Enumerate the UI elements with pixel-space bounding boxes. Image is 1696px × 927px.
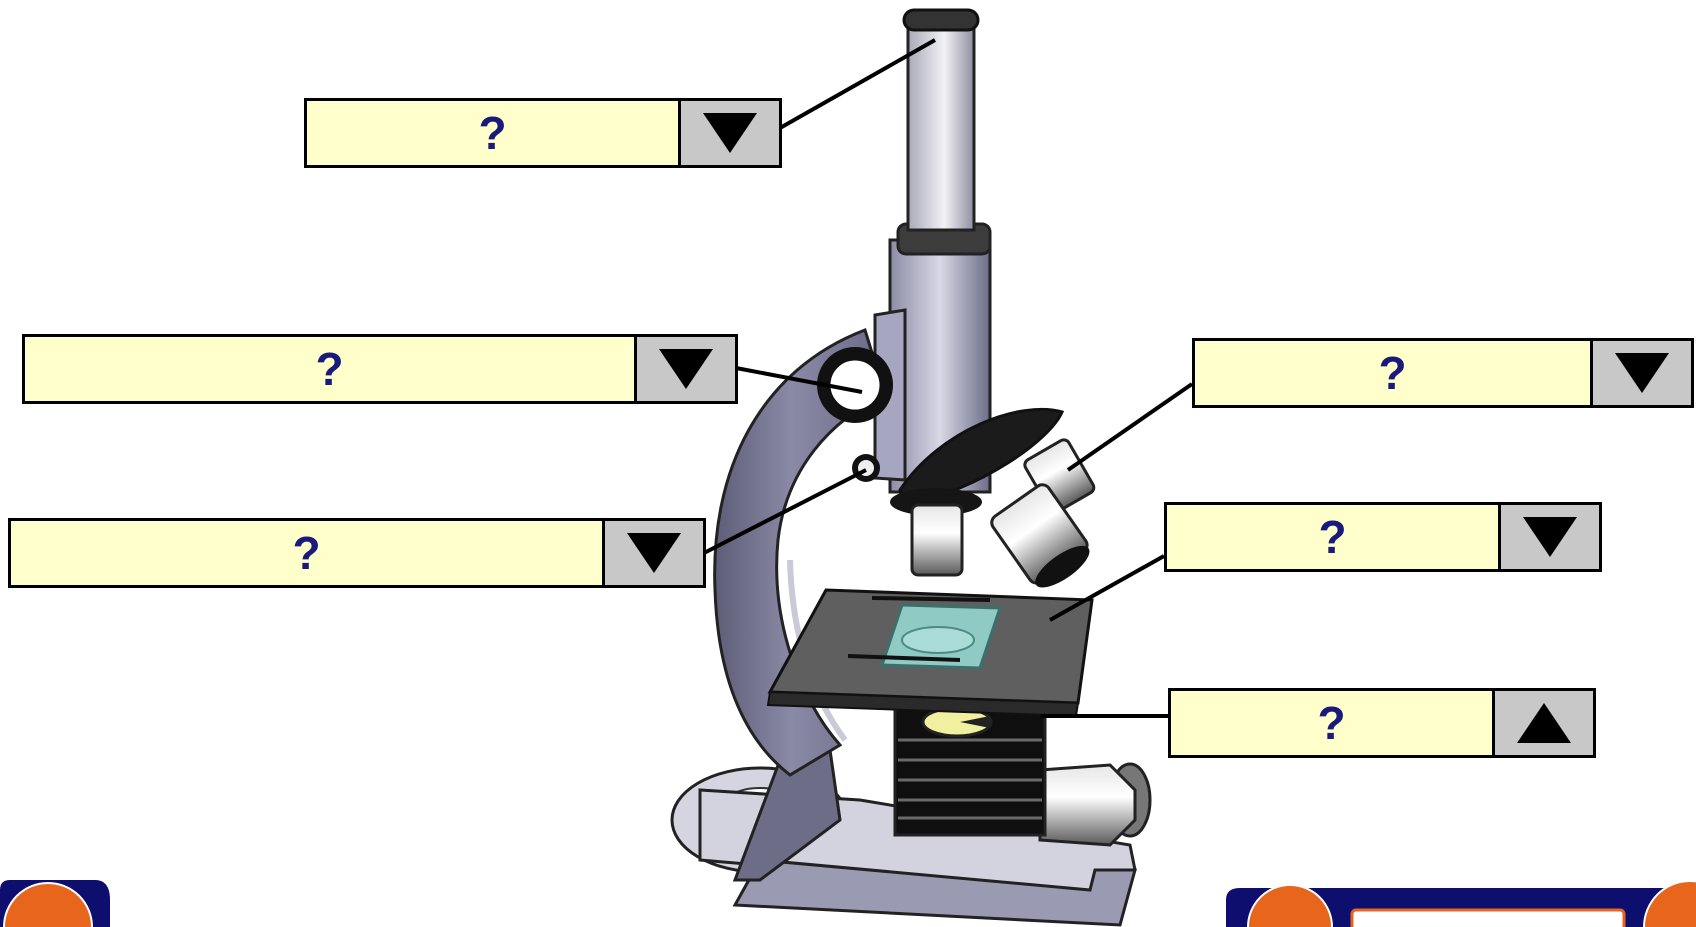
dropdown-fine-focus-value: ? [292, 527, 321, 579]
dropdown-stage-button[interactable] [1498, 505, 1599, 569]
chevron-down-icon [1615, 353, 1669, 393]
dropdown-light-source-value: ? [1317, 697, 1346, 749]
dropdown-eyepiece-value: ? [478, 107, 507, 159]
eyepiece-tube [906, 20, 976, 232]
stage-clip-front [847, 654, 961, 662]
chevron-down-icon [1523, 517, 1577, 557]
bottom-left-nav[interactable] [0, 880, 110, 927]
dropdown-light-source[interactable]: ? [1168, 688, 1596, 758]
dropdown-objective-lens-value: ? [1378, 347, 1407, 399]
dropdown-coarse-focus[interactable]: ? [22, 334, 738, 404]
dropdown-light-source-button[interactable] [1492, 691, 1593, 755]
dropdown-fine-focus[interactable]: ? [8, 518, 706, 588]
dropdown-coarse-focus-button[interactable] [634, 337, 735, 401]
dropdown-fine-focus-button[interactable] [602, 521, 703, 585]
dropdown-eyepiece[interactable]: ? [304, 98, 782, 168]
revolving-nosepiece [898, 407, 1065, 507]
dropdown-stage[interactable]: ? [1164, 502, 1602, 572]
bottom-right-nav[interactable] [1226, 880, 1696, 927]
leader-lines [703, 38, 1194, 718]
objective-lens-center [910, 503, 964, 577]
dropdown-objective-lens[interactable]: ? [1192, 338, 1694, 408]
dropdown-stage-value: ? [1318, 511, 1347, 563]
chevron-down-icon [703, 113, 757, 153]
stage-clip-back [871, 596, 991, 602]
objective-lens-angled [990, 483, 1090, 588]
chevron-up-icon [1517, 703, 1571, 743]
chevron-down-icon [659, 349, 713, 389]
dropdown-eyepiece-button[interactable] [678, 101, 779, 165]
microscope-arm [713, 328, 887, 777]
dropdown-objective-lens-button[interactable] [1590, 341, 1691, 405]
dropdown-coarse-focus-value: ? [315, 343, 344, 395]
chevron-down-icon [627, 533, 681, 573]
